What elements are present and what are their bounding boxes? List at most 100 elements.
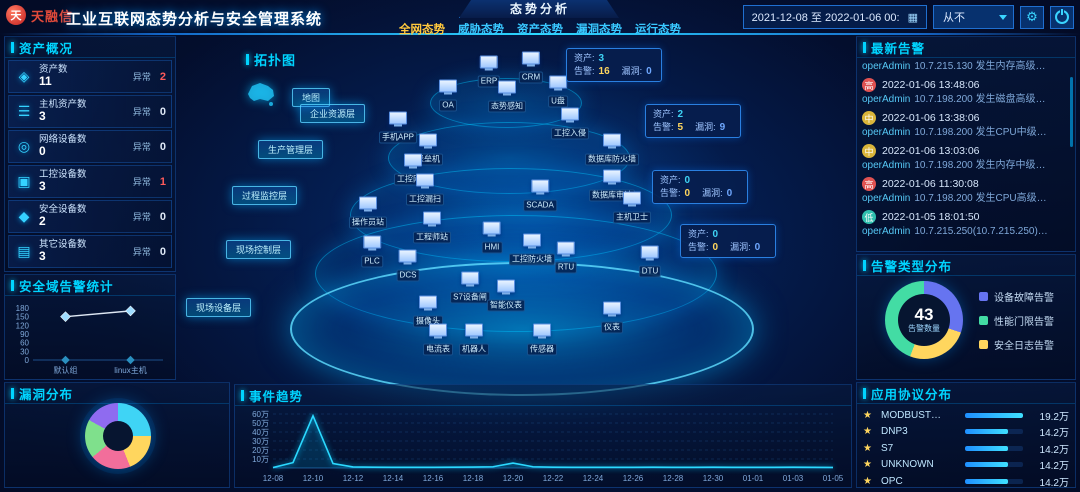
node-label: 传感器 [527,343,557,356]
topology-node[interactable]: 工控入侵 [551,107,589,141]
topology-node[interactable]: DTU [638,245,662,279]
asset-stat-value: 0 [712,229,719,240]
refresh-interval-select[interactable]: 从不 [933,5,1014,29]
topology-node[interactable]: 传感器 [527,323,557,357]
svg-text:12-14: 12-14 [383,474,404,483]
topology-node[interactable]: S7设备闸 [450,271,490,305]
nav-tab[interactable]: 资产态势 [517,24,563,36]
layer-button[interactable]: 企业资源层 [300,104,366,123]
topology-node[interactable]: ERP [477,55,501,89]
topology-node[interactable]: 数据库防火墙 [585,133,639,167]
latest-alerts-header: 最新告警 [857,37,1075,58]
topology-node[interactable]: 手机APP [378,111,418,145]
topology-node[interactable]: HMI [481,221,503,255]
alert-message: 10.7.198.200 发生CPU中级… [914,127,1047,138]
topology-node[interactable]: 工控漏扫 [406,173,444,207]
header-divider [0,33,1080,35]
node-label: 态势感知 [488,100,526,113]
node-label: HMI [481,241,503,254]
nav-tab[interactable]: 运行态势 [635,24,681,36]
nav-tab[interactable]: 威胁态势 [458,24,504,36]
date-range-picker[interactable]: 2021-12-08 至 2022-01-06 00: ▦ [742,5,927,29]
topology-node[interactable]: 机器人 [459,323,489,357]
topology-node[interactable]: 仪表 [601,301,623,335]
protocol-bar [965,412,1023,418]
topology-node[interactable]: 摄像头 [413,295,443,329]
protocol-value: 14.2万 [1039,428,1069,439]
star-icon: ★ [863,475,872,487]
alert-user: operAdmin [862,226,911,237]
topology-node[interactable]: 智能仪表 [487,279,525,313]
china-map-icon[interactable] [240,78,280,108]
node-label: 操作员站 [349,216,387,229]
device-icon [623,191,641,205]
layer-button[interactable]: 现场控制层 [226,240,292,259]
power-button[interactable] [1050,5,1074,29]
security-icon: ◆ [18,208,30,224]
device-icon [465,323,483,337]
nav-tab[interactable]: 漏洞态势 [576,24,622,36]
legend-label: 性能门限告警 [994,317,1054,328]
topology-node[interactable]: SCADA [523,179,557,213]
asset-stat-label: 资产: [660,175,681,185]
topology-node[interactable]: OA [439,79,457,113]
asset-stat-value: 0 [684,175,691,186]
stat-line: 资产:2 [653,108,733,121]
protocol-name: DNP3 [881,426,908,437]
protocol-row[interactable]: ★MODBUST…19.2万 [863,408,1069,423]
device-icon [363,235,381,249]
topology-node[interactable]: 操作员站 [349,196,387,230]
svg-text:10万: 10万 [252,455,269,464]
map-button[interactable]: 地图 [292,88,331,107]
asset-stat-label: 资产: [653,109,674,119]
event-trend-title: 事件趋势 [241,386,303,405]
device-icon [398,249,417,263]
stat-line: 资产:0 [660,174,740,187]
device-icon [416,173,434,187]
abnormal-count: 0 [159,245,166,258]
alert-list-scrollbar[interactable] [1070,77,1073,147]
topology-node[interactable]: PLC [361,235,383,269]
alarm-stat-label: 告警: [653,122,674,132]
device-icon [419,133,437,147]
layer-button[interactable]: 现场设备层 [186,298,252,317]
alert-user: operAdmin [862,94,911,105]
topology-node[interactable]: U盘 [548,75,568,109]
settings-button[interactable]: ⚙ [1020,5,1044,29]
nav-tab[interactable]: 全网态势 [399,24,445,36]
topology-node[interactable]: 工程师站 [413,211,451,245]
node-label: DCS [396,269,420,282]
topology-node[interactable]: 态势感知 [488,80,526,114]
asset-stat-label: 资产: [688,229,709,239]
topology-node[interactable]: DCS [396,249,420,283]
svg-text:12-22: 12-22 [543,474,564,483]
layer-button[interactable]: 过程监控层 [232,186,298,205]
topology-node[interactable]: 主机卫士 [613,191,651,225]
legend-swatch [979,316,988,325]
topology-node[interactable]: 电流表 [423,323,453,357]
topology-node[interactable]: 工控防火墙 [509,233,555,267]
layer-button[interactable]: 生产管理层 [258,140,324,159]
topology-node[interactable]: RTU [554,241,578,275]
device-icon [423,211,441,225]
topology-node[interactable]: CRM [518,51,544,85]
